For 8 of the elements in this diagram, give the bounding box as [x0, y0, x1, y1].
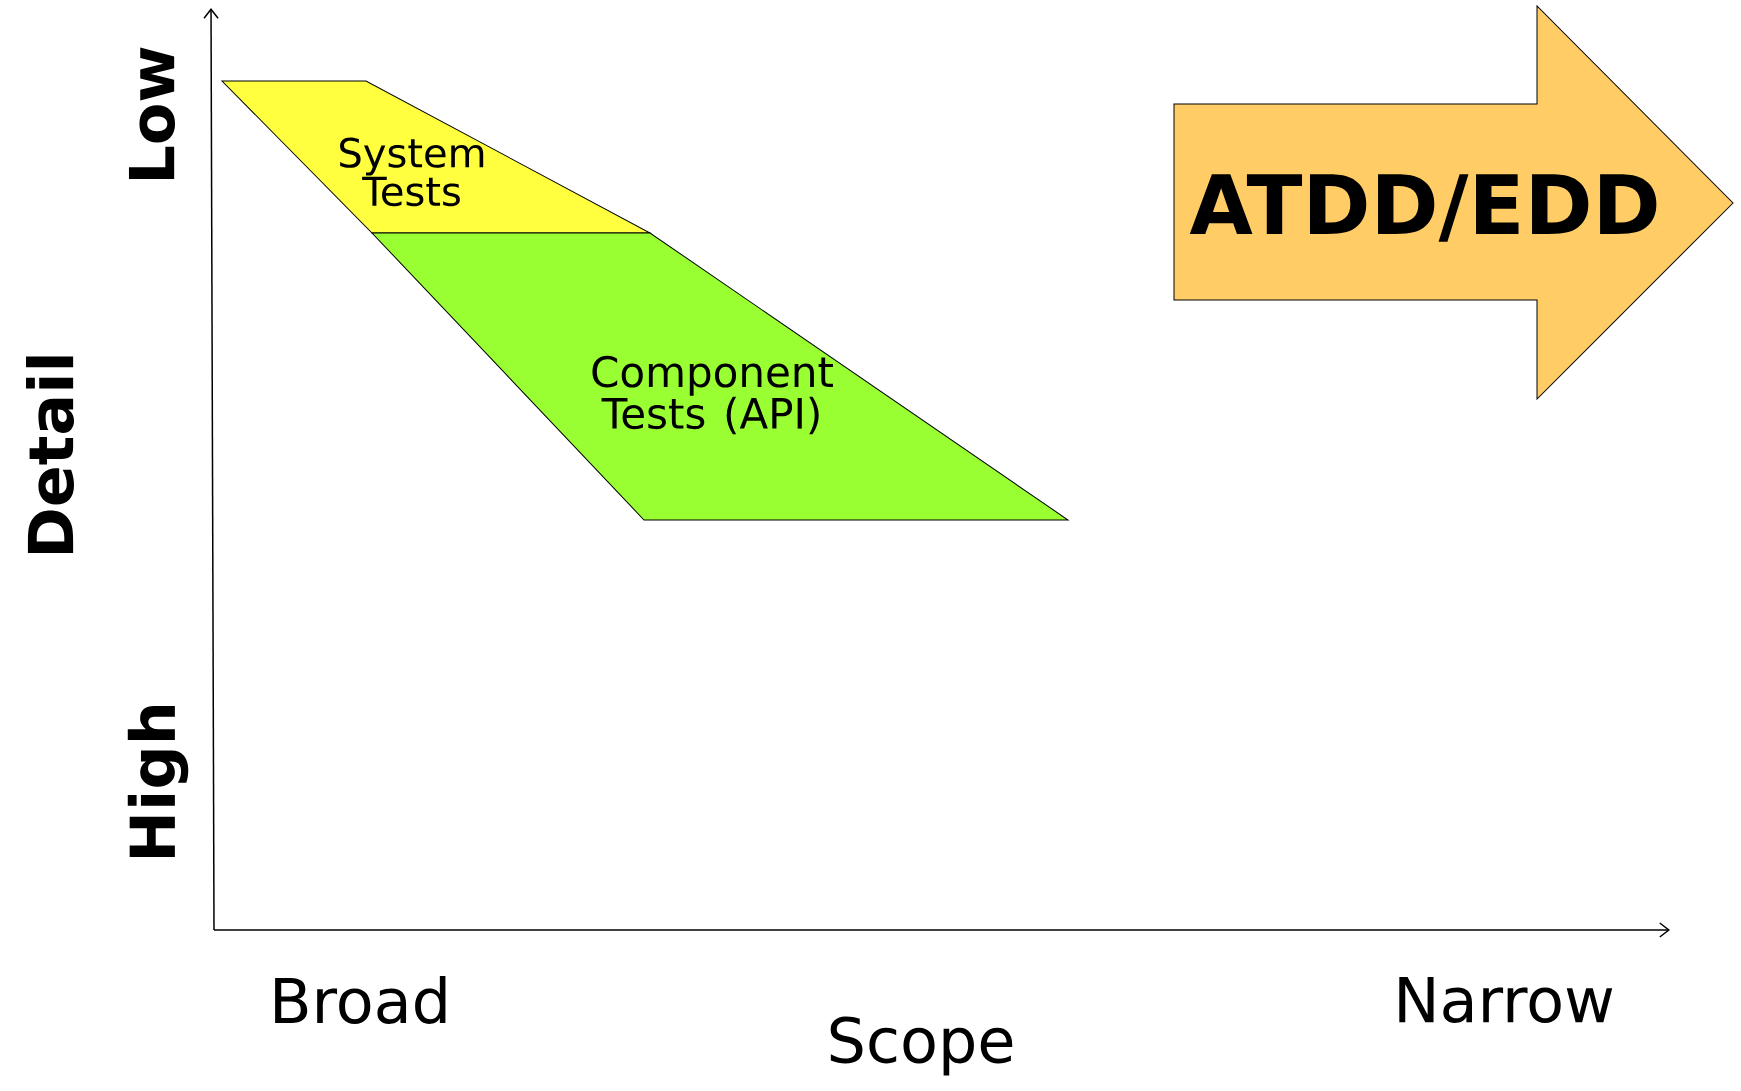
axis-label: Broad: [275, 976, 446, 1024]
axis-label: High: [127, 706, 189, 858]
parallelogram: Component Tests (API): [371, 232, 1069, 521]
axis-label: Detail: [26, 356, 74, 554]
axis-label: Narrow: [1399, 976, 1613, 1023]
axis-label: Scope: [830, 1016, 1013, 1076]
parallelogram: System Tests: [221, 80, 651, 234]
axis-label: Low: [128, 47, 176, 179]
